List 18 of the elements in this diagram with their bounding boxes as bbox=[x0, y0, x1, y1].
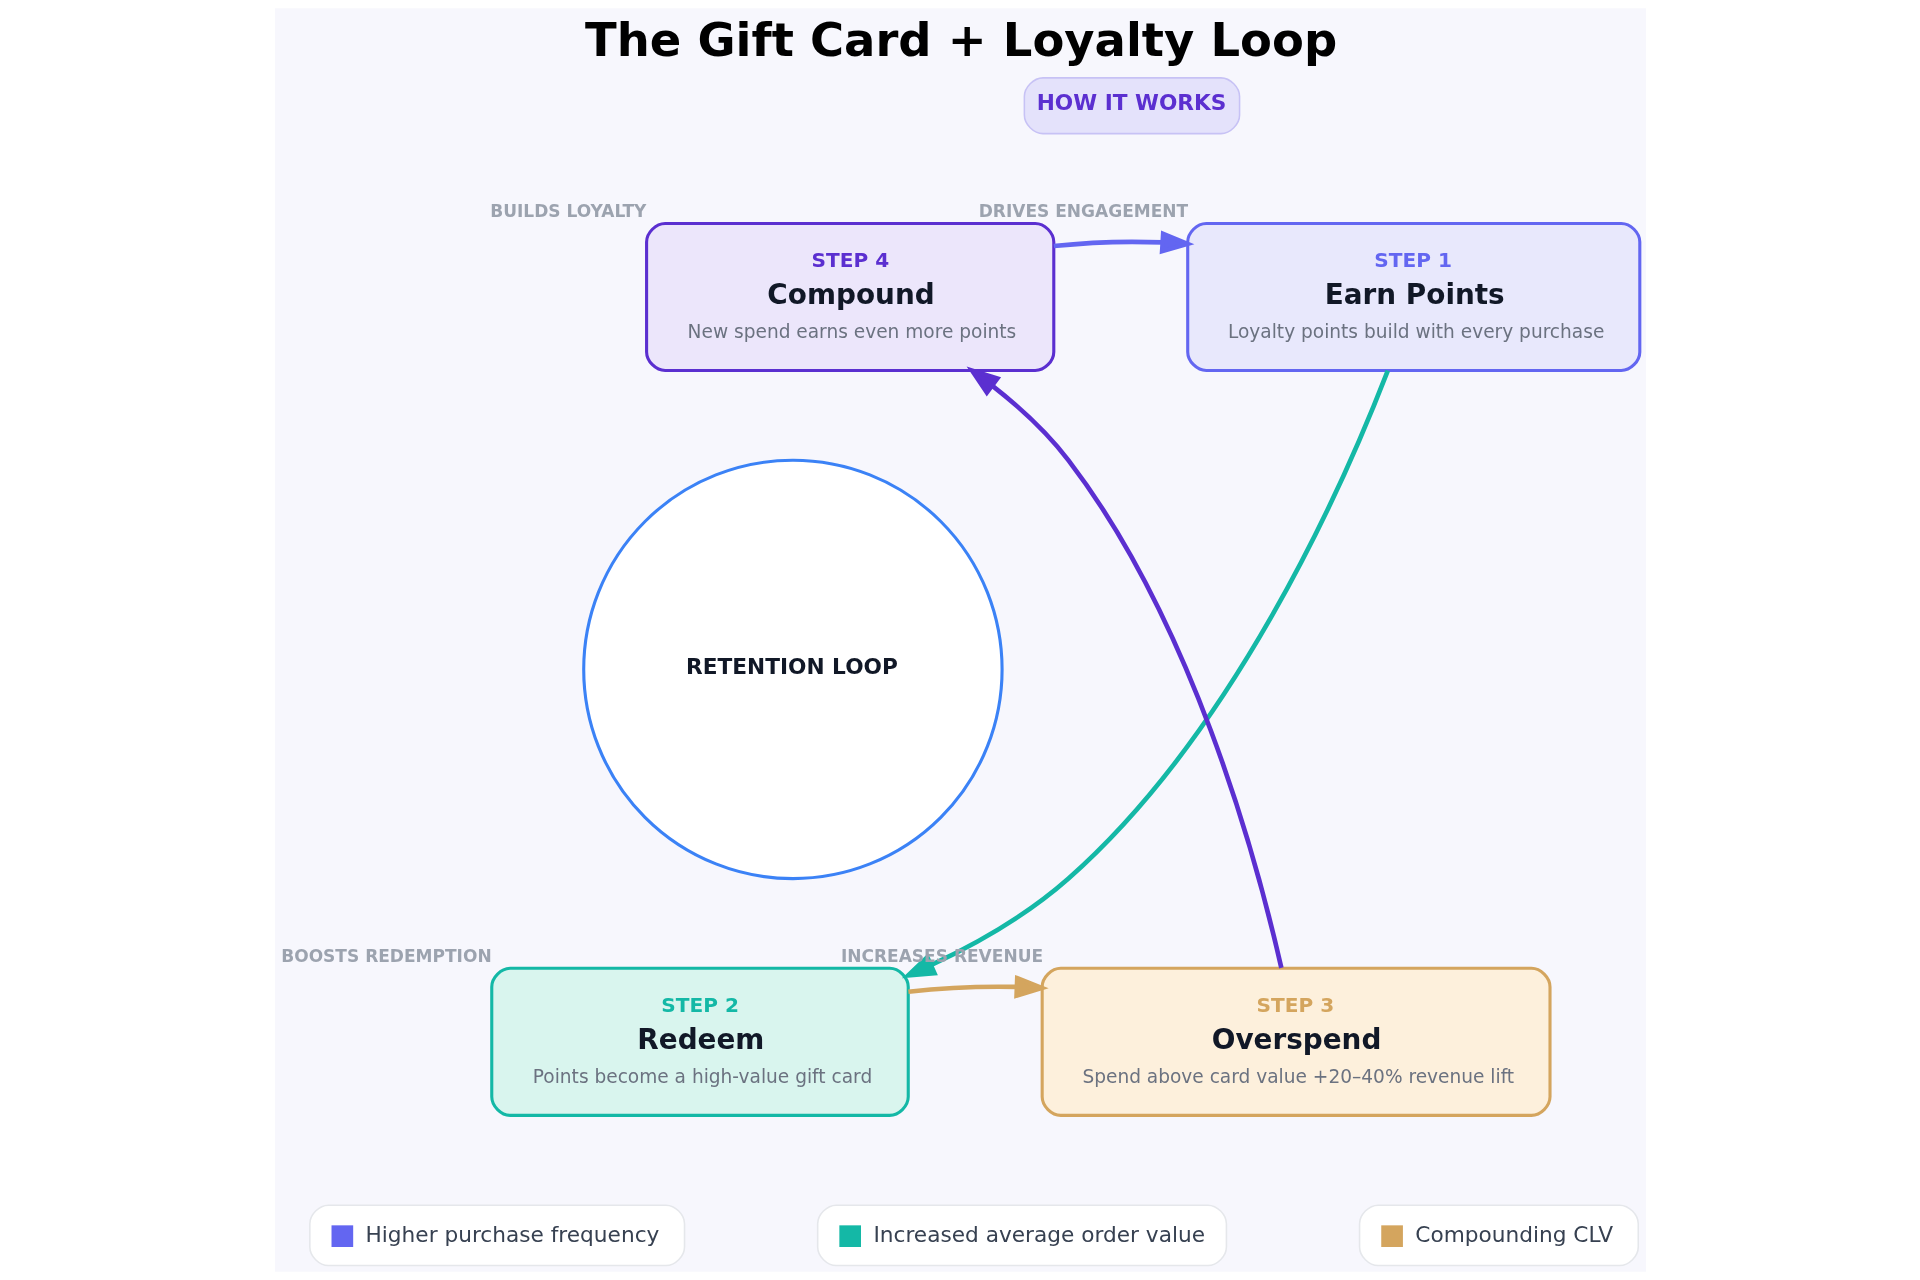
arrow bbox=[1053, 230, 1194, 255]
legend-label: Higher purchase frequency bbox=[365, 1221, 659, 1247]
node-box: STEP 2 Redeem Points become a high-value gift card bbox=[489, 966, 910, 1117]
node-circle: RETENTION LOOP bbox=[581, 458, 1004, 881]
node-box: STEP 3 Overspend Spend above card value +20–40% revenue lift bbox=[1040, 966, 1552, 1117]
diagram-title: The Gift Card + Loyalty Loop bbox=[584, 13, 1337, 68]
legend-label: Compounding CLV bbox=[1414, 1221, 1613, 1247]
node-label: DRIVES ENGAGEMENT bbox=[978, 200, 1188, 221]
label: HOW IT WORKS bbox=[1036, 89, 1226, 115]
node-box: STEP 4 Compound New spend earns even more points bbox=[644, 221, 1055, 373]
arrow bbox=[907, 974, 1049, 999]
node-label: BOOSTS REDEMPTION bbox=[280, 945, 492, 966]
node-label: INCREASES REVENUE bbox=[840, 945, 1043, 966]
arrow bbox=[966, 366, 1284, 969]
node-box: STEP 1 Earn Points Loyalty points build with every purchase bbox=[1185, 221, 1641, 373]
legend-label: Increased average order value bbox=[872, 1221, 1205, 1247]
node-label: BUILDS LOYALTY bbox=[489, 200, 646, 221]
arrow bbox=[901, 369, 1390, 979]
